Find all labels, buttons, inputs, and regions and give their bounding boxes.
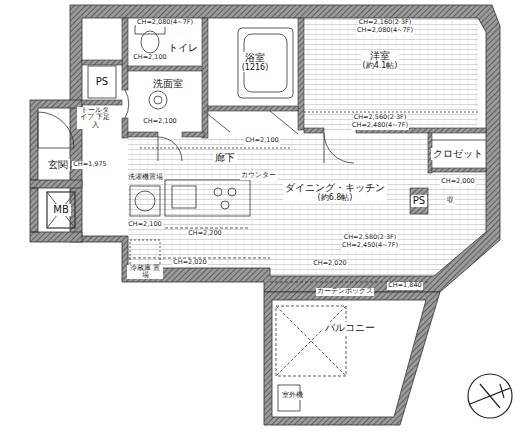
ceiling-height: CH=2,020 [312, 260, 347, 267]
room-label: PS [94, 76, 110, 88]
ceiling-height: CH=2,100 [244, 137, 279, 144]
floor-pattern [128, 18, 486, 276]
ceiling-height: CH=2,100 [127, 221, 162, 228]
room-name: MB [53, 204, 69, 216]
fixture-note: 洗濯機置場 [127, 174, 164, 181]
ceiling-height: CH=2,000 [440, 178, 475, 185]
ceiling-height: CH=1,840 [387, 282, 422, 289]
room-name: 廊下 [215, 152, 235, 164]
room-name: バルコニー [325, 322, 375, 334]
ceiling-height: CH=2,020 [172, 259, 207, 266]
room-label: バルコニー [323, 322, 377, 334]
room-size: (約6.8帖) [285, 193, 385, 202]
compass [468, 374, 512, 418]
fixture-note: カーテンボックス [316, 288, 374, 295]
ceiling-height: CH=2,200 [187, 230, 222, 237]
ceiling-height: CH=2,580(2·3F) [343, 234, 398, 241]
room-label: 洗面室 [151, 78, 185, 90]
room-name: PS [413, 195, 425, 207]
ceiling-height: CH=2,560(2·3F) [353, 114, 408, 121]
fixtures [47, 26, 486, 282]
room-label: トイレ [166, 42, 200, 54]
inner-wall [82, 18, 486, 214]
ceiling-height: CH=2,160(2·3F) [358, 19, 413, 26]
outer-wall [30, 5, 500, 292]
room-name: 玄関 [48, 159, 68, 171]
ceiling-height: CH=2,080(4~7F) [136, 19, 194, 26]
fixture-note: トールタイプ 下足入 [77, 107, 113, 128]
room-label: PS [411, 195, 427, 207]
ceiling-height: CH=2,100 [132, 54, 167, 61]
room-name: 洋室 [363, 50, 398, 62]
room-label: 廊下 [213, 152, 237, 164]
balcony [264, 292, 440, 425]
room-label: MB [51, 204, 71, 216]
room-name: トイレ [168, 42, 198, 54]
room-name: ダイニング・キッチン [285, 182, 385, 194]
room-label: 浴室(1216) [240, 52, 271, 73]
room-name: クロゼット [433, 148, 483, 160]
ceiling-height: CH=2,480(4~7F) [351, 122, 409, 129]
room-name: PS [96, 76, 108, 88]
fixture-note: 冷蔵庫 置場 [127, 265, 163, 279]
room-size: (約4.1帖) [363, 61, 398, 70]
ceiling-height: CH=2,100 [142, 118, 177, 125]
ceiling-height: CH=1,975 [72, 161, 107, 168]
room-label: クロゼット [431, 148, 485, 160]
ceiling-height: CH=2,450(4~7F) [341, 242, 399, 249]
room-label: 洋室(約4.1帖) [361, 50, 400, 71]
room-size: (1216) [242, 63, 269, 72]
fixture-note: カウンター [240, 172, 277, 179]
room-label: 玄関 [46, 159, 70, 171]
room-name: 洗面室 [153, 78, 183, 90]
room-label: ダイニング・キッチン(約6.8帖) [283, 182, 387, 203]
fixture-note: 収 [446, 197, 455, 204]
ceiling-height: CH=2,080(4~7F) [356, 27, 414, 34]
fixture-note: 室外機 [281, 392, 304, 399]
room-name: 浴室 [242, 52, 269, 64]
doors [38, 90, 354, 163]
